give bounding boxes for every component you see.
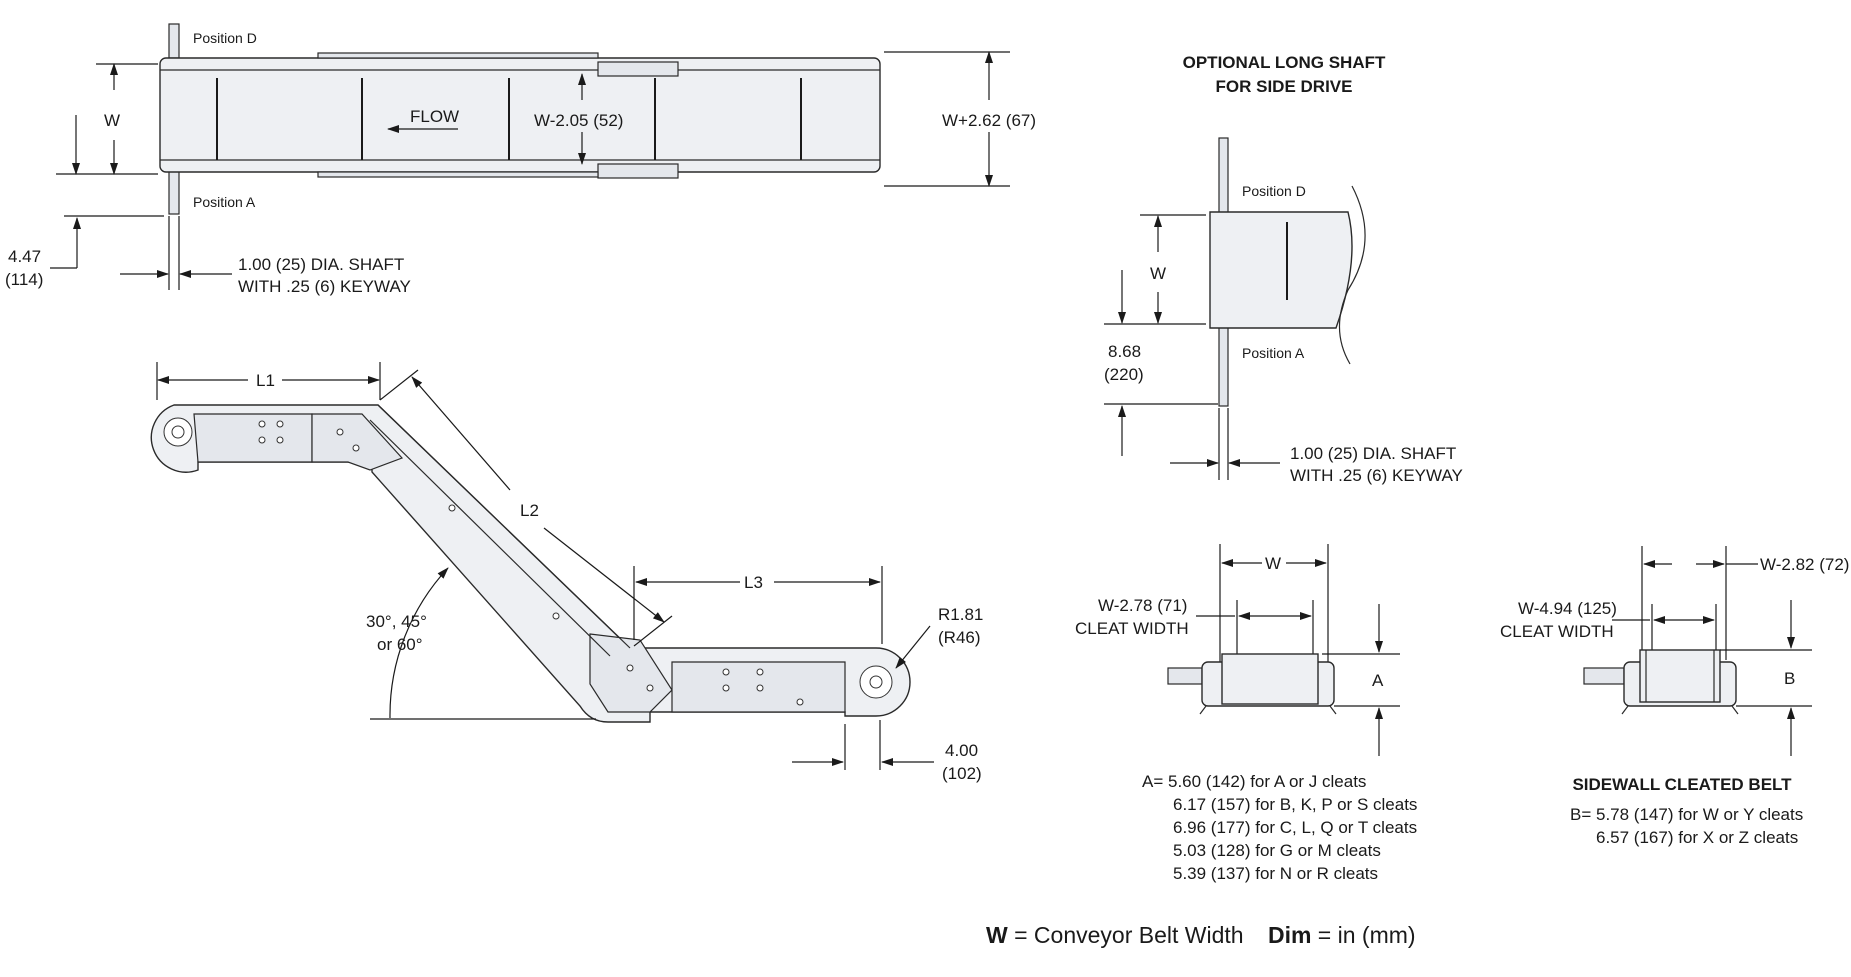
ls-shaft-line2: WITH .25 (6) KEYWAY	[1290, 466, 1463, 485]
top-view: Position D Position A W FLOW W-2.05 (52)…	[5, 23, 1036, 296]
ls-offset-mm: (220)	[1104, 365, 1144, 384]
long-shaft-view: OPTIONAL LONG SHAFT FOR SIDE DRIVE Posit…	[1104, 53, 1463, 485]
legend-dim-key: Dim	[1268, 922, 1311, 948]
cleat-profile	[1221, 653, 1319, 705]
legend: W = Conveyor Belt Width Dim = in (mm)	[986, 922, 1416, 948]
cleat-note-4: 5.39 (137) for N or R cleats	[1173, 864, 1378, 883]
top-offset-mm: (114)	[5, 270, 43, 289]
l2-label: L2	[520, 501, 539, 520]
cleat-note-1: 6.17 (157) for B, K, P or S cleats	[1173, 795, 1417, 814]
l1-label: L1	[256, 371, 275, 390]
radius-in: R1.81	[938, 605, 983, 624]
top-shaft-line2: WITH .25 (6) KEYWAY	[238, 277, 411, 296]
cleat-note-3: 5.03 (128) for G or M cleats	[1173, 841, 1381, 860]
sidewall-title: SIDEWALL CLEATED BELT	[1572, 775, 1792, 794]
ls-w-label: W	[1150, 264, 1166, 283]
sidewall-note-1: 6.57 (167) for X or Z cleats	[1596, 828, 1798, 847]
cleat-note-2: 6.96 (177) for C, L, Q or T cleats	[1173, 818, 1417, 837]
legend-w-text: = Conveyor Belt Width	[1008, 922, 1244, 948]
legend-w-key: W	[986, 922, 1008, 948]
sidewall-profile	[1639, 649, 1721, 703]
long-shaft-title-1: OPTIONAL LONG SHAFT	[1183, 53, 1386, 72]
flow-label: FLOW	[410, 107, 459, 126]
ls-offset-in: 8.68	[1108, 342, 1141, 361]
l3-label: L3	[744, 573, 763, 592]
top-shaft-line1: 1.00 (25) DIA. SHAFT	[238, 255, 404, 274]
side-view: L1 L2 L3 30°, 45° or 60° R1.81 (R46) 4.0…	[150, 362, 983, 783]
cleat-a-label: A	[1372, 671, 1384, 690]
cleat-w-label: W	[1265, 554, 1281, 573]
ls-position-a: Position A	[1242, 345, 1305, 361]
sidewall-outer-label: W-2.82 (72)	[1760, 555, 1849, 574]
cleat-note-0: A= 5.60 (142) for A or J cleats	[1142, 772, 1366, 791]
top-position-d-label: Position D	[193, 30, 257, 46]
incline-belt-outline	[150, 404, 911, 723]
cleat-width-line2: CLEAT WIDTH	[1075, 619, 1189, 638]
top-belt-body	[159, 57, 881, 173]
outer-width-label: W+2.62 (67)	[942, 111, 1036, 130]
ls-position-d: Position D	[1242, 183, 1306, 199]
top-position-a-label: Position A	[193, 194, 256, 210]
top-shaft-d	[168, 23, 180, 59]
ls-shaft-line1: 1.00 (25) DIA. SHAFT	[1290, 444, 1456, 463]
top-shaft-a	[168, 169, 180, 215]
long-shaft-title-2: FOR SIDE DRIVE	[1216, 77, 1353, 96]
inner-width-label: W-2.05 (52)	[534, 111, 623, 130]
cleat-width-line1: W-2.78 (71)	[1098, 596, 1187, 615]
top-w-label: W	[104, 111, 120, 130]
sidewall-cleat-line1: W-4.94 (125)	[1518, 599, 1617, 618]
radius-mm: (R46)	[938, 628, 981, 647]
cleat-section: W W-2.78 (71) CLEAT WIDTH A A= 5.60 (142…	[1075, 544, 1417, 883]
sidewall-section: W-2.82 (72) W-4.94 (125) CLEAT WIDTH B S…	[1500, 546, 1849, 847]
end-dim-mm: (102)	[942, 764, 982, 783]
sidewall-note-0: B= 5.78 (147) for W or Y cleats	[1570, 805, 1803, 824]
sidewall-cleat-line2: CLEAT WIDTH	[1500, 622, 1614, 641]
sidewall-b-label: B	[1784, 669, 1795, 688]
top-offset-in: 4.47	[8, 247, 41, 266]
legend-dim-text: = in (mm)	[1311, 922, 1415, 948]
angle-line2: or 60°	[377, 635, 423, 654]
end-dim-in: 4.00	[945, 741, 978, 760]
angle-line1: 30°, 45°	[366, 612, 427, 631]
